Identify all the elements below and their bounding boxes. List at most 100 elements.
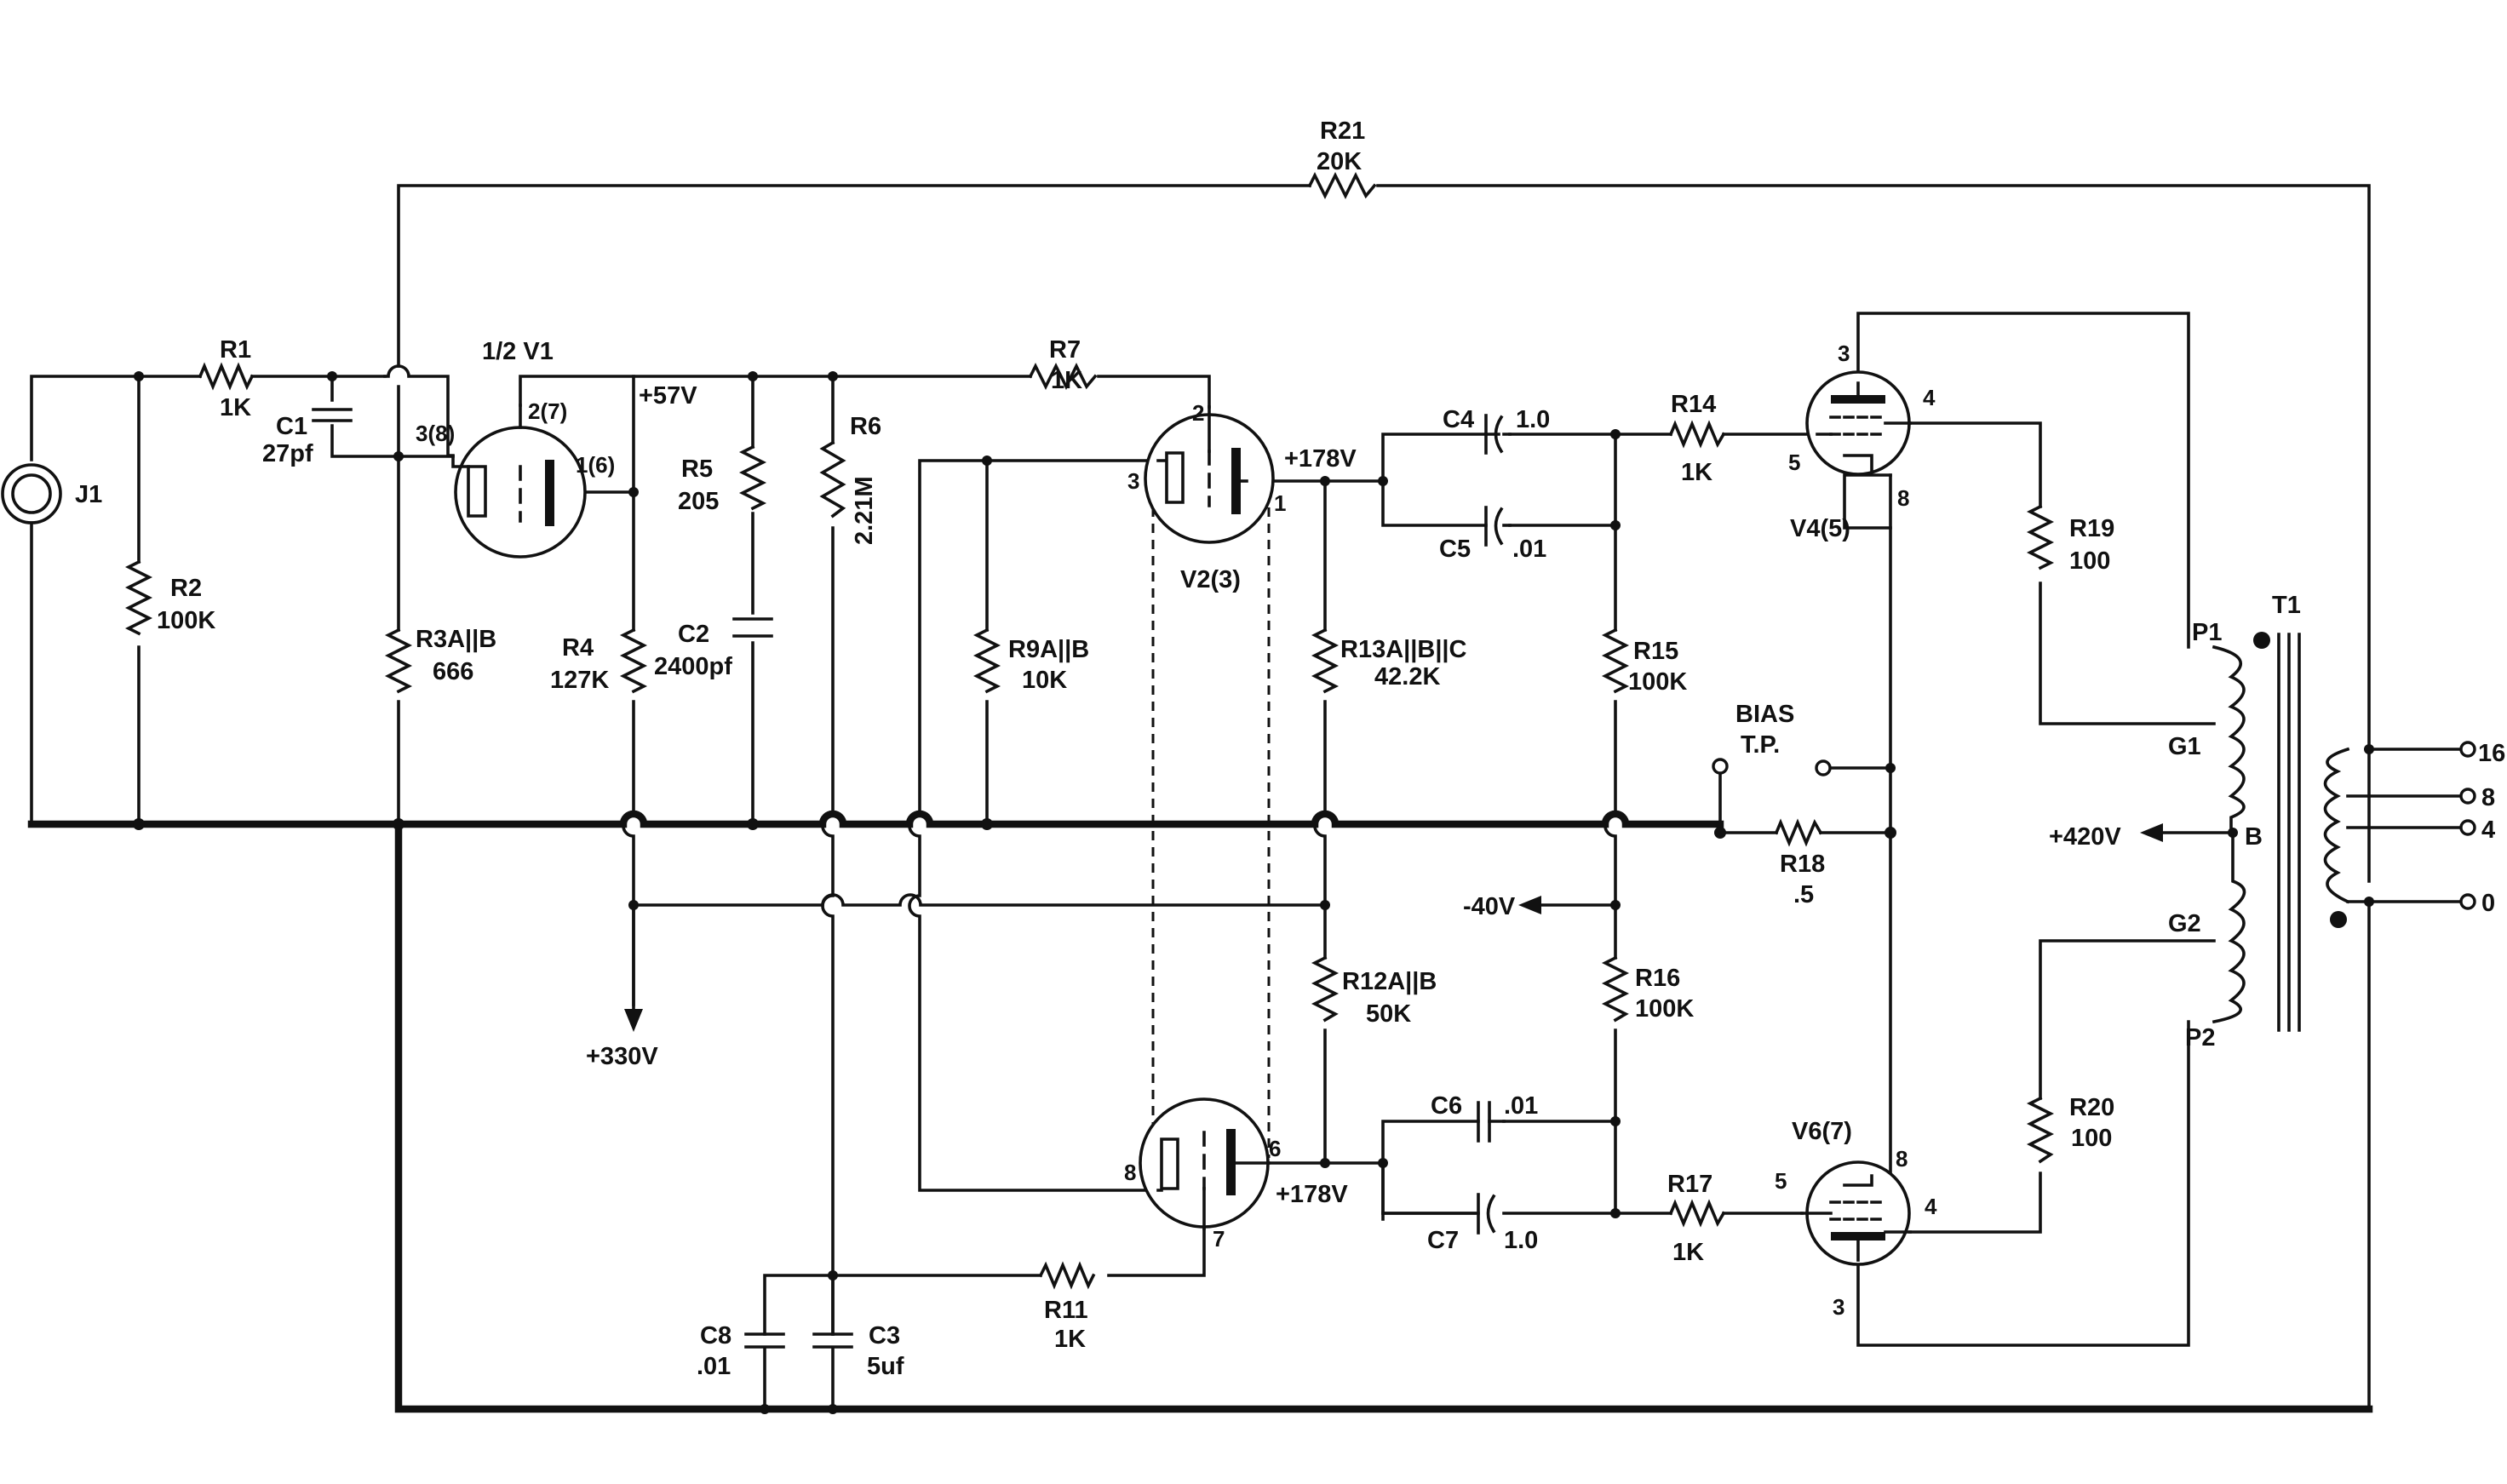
- terminal-16: [2459, 741, 2476, 758]
- tube-v1: [451, 404, 587, 559]
- label-r21-value: 20K: [1317, 148, 1362, 175]
- pin-v6-4: 4: [1925, 1194, 1937, 1219]
- label-c3: C3: [869, 1322, 900, 1349]
- label-c6: C6: [1431, 1092, 1462, 1120]
- terminal-0: [2459, 893, 2476, 910]
- label-r3: R3A||B: [416, 626, 496, 653]
- resistor-r18: [1774, 818, 1823, 847]
- input-jack-j1: [1, 463, 62, 826]
- label-r17-value: 1K: [1672, 1239, 1704, 1266]
- label-r18-value: .5: [1793, 881, 1814, 908]
- pin-v3-8: 8: [1124, 1160, 1136, 1185]
- pin-v3-7: 7: [1213, 1226, 1225, 1252]
- label-r12-value: 50K: [1366, 1000, 1411, 1028]
- label-tap-16: 16: [2478, 740, 2505, 767]
- label-c6-value: .01: [1504, 1092, 1538, 1120]
- label-r1-value: 1K: [220, 394, 251, 421]
- label-r18: R18: [1780, 851, 1825, 878]
- label-r4: R4: [562, 634, 594, 662]
- terminal-8: [2459, 788, 2476, 805]
- resistor-r3: [384, 627, 413, 694]
- resistor-r9: [972, 627, 1001, 694]
- label-r2: R2: [170, 575, 202, 602]
- label-r1: R1: [220, 336, 251, 364]
- label-c4-value: 1.0: [1516, 406, 1550, 433]
- label-p2: P2: [2185, 1024, 2215, 1051]
- resistor-r13: [1311, 627, 1340, 694]
- label-r13: R13A||B||C: [1340, 636, 1467, 663]
- resistor-r15: [1601, 627, 1630, 694]
- label-c8-value: .01: [697, 1353, 731, 1380]
- label-plus-57v: +57V: [639, 382, 697, 410]
- label-r13-value: 42.2K: [1374, 663, 1440, 690]
- terminals: [1712, 741, 2476, 910]
- label-minus-40v: -40V: [1463, 893, 1516, 920]
- tube-v2: [1144, 405, 1275, 544]
- bias-test-point-right: [1815, 759, 1832, 776]
- pin-v6-5: 5: [1775, 1168, 1787, 1194]
- pin-v6-3: 3: [1833, 1294, 1844, 1320]
- label-r9-value: 10K: [1022, 667, 1067, 694]
- capacitor-c5: [1484, 506, 1512, 547]
- supply-arrows: [624, 823, 2163, 1032]
- pin-v4-5: 5: [1788, 450, 1800, 475]
- label-g2: G2: [2168, 910, 2201, 937]
- label-r17: R17: [1667, 1171, 1712, 1198]
- label-p1: P1: [2192, 619, 2222, 646]
- label-r3-value: 666: [433, 658, 473, 685]
- label-r12: R12A||B: [1342, 968, 1437, 995]
- pin-v2-3: 3: [1127, 468, 1139, 494]
- resistor-r4: [619, 627, 648, 694]
- pin-v4-3: 3: [1838, 341, 1850, 366]
- label-c4: C4: [1443, 406, 1474, 433]
- label-r15: R15: [1633, 638, 1678, 665]
- pin-v1-2-7: 2(7): [528, 398, 567, 424]
- transformer-t1: [2212, 632, 2350, 1032]
- label-v2: V2(3): [1180, 566, 1241, 593]
- pin-v2-2: 2: [1192, 400, 1204, 426]
- ground-bus: [27, 810, 2373, 1413]
- label-r11: R11: [1044, 1297, 1088, 1324]
- label-r14: R14: [1671, 391, 1716, 418]
- label-r19-value: 100: [2069, 547, 2110, 575]
- pin-v1-3-8: 3(8): [416, 421, 455, 446]
- label-r16-value: 100K: [1635, 995, 1694, 1023]
- label-r16: R16: [1635, 965, 1680, 992]
- label-plus-330v: +330V: [586, 1043, 658, 1070]
- label-r2-value: 100K: [157, 607, 215, 634]
- label-b: B: [2245, 823, 2263, 851]
- resistor-r17: [1668, 1199, 1726, 1228]
- resistor-r7: [1028, 362, 1098, 391]
- terminal-4: [2459, 819, 2476, 836]
- label-c2: C2: [678, 621, 709, 648]
- resistor-r20: [2026, 1096, 2055, 1164]
- tube-v4: [1805, 370, 1912, 476]
- capacitor-c3: [812, 1332, 853, 1411]
- label-r20-value: 100: [2071, 1125, 2112, 1152]
- pin-v6-8: 8: [1896, 1146, 1908, 1172]
- label-r7: R7: [1049, 336, 1081, 364]
- label-r20: R20: [2069, 1094, 2114, 1121]
- capacitor-c8: [744, 1332, 785, 1411]
- label-tap-0: 0: [2481, 890, 2495, 917]
- resistor-r6: [819, 440, 846, 519]
- label-half-v1: 1/2 V1: [482, 338, 554, 365]
- labels: J1 R1 1K C1 27pf R2 100K R3A||B 666 1/2 …: [75, 117, 2505, 1380]
- label-r4-value: 127K: [550, 667, 609, 694]
- label-v4: V4(5): [1790, 515, 1850, 542]
- resistor-r1: [198, 362, 255, 391]
- label-r6-value: 2.21M: [851, 476, 878, 545]
- label-r11-value: 1K: [1054, 1326, 1086, 1353]
- label-bias-line1: BIAS: [1735, 701, 1794, 728]
- label-g1: G1: [2168, 733, 2201, 760]
- label-r21: R21: [1320, 117, 1365, 145]
- pin-v2-1: 1: [1274, 490, 1286, 516]
- resistor-r5: [738, 444, 767, 511]
- pin-v3-6: 6: [1269, 1136, 1281, 1161]
- label-r15-value: 100K: [1628, 668, 1687, 696]
- capacitor-c4: [1484, 414, 1512, 455]
- label-v6: V6(7): [1792, 1118, 1852, 1145]
- label-r14-value: 1K: [1681, 459, 1712, 486]
- pin-v4-4: 4: [1923, 385, 1936, 410]
